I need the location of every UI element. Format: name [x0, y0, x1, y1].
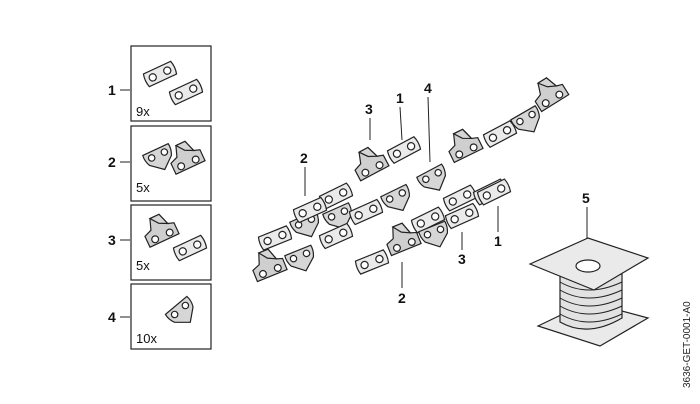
legend-index-2: 2: [108, 154, 116, 170]
callout-5-spool: 5: [582, 190, 590, 206]
legend-qty-1: 9x: [136, 104, 150, 119]
chain-loop: [247, 71, 570, 283]
legend-qty-4: 10x: [136, 331, 157, 346]
legend-index-3: 3: [108, 232, 116, 248]
callout-1-right: 1: [494, 233, 502, 249]
legend-item-2: 2 5x: [108, 125, 212, 202]
callouts: 3 1 4 2 3 1 2 5: [300, 80, 590, 306]
callout-2-bottom: 2: [398, 290, 406, 306]
chain-spool: [528, 237, 650, 347]
legend-index-4: 4: [108, 309, 116, 325]
legend-item-1: 1 9x: [108, 45, 212, 122]
callout-1-top: 1: [396, 90, 404, 106]
drawing-code: 3636-GET-0001-A0: [682, 301, 693, 388]
callout-3-right: 3: [458, 251, 466, 267]
legend-item-3: 3 5x: [108, 204, 212, 281]
legend-item-4: 4 10x: [108, 283, 212, 350]
legend-index-1: 1: [108, 82, 116, 98]
callout-2-left: 2: [300, 150, 308, 166]
legend-qty-2: 5x: [136, 180, 150, 195]
callout-3-top: 3: [365, 101, 373, 117]
legend-qty-3: 5x: [136, 258, 150, 273]
callout-4-top: 4: [424, 80, 432, 96]
